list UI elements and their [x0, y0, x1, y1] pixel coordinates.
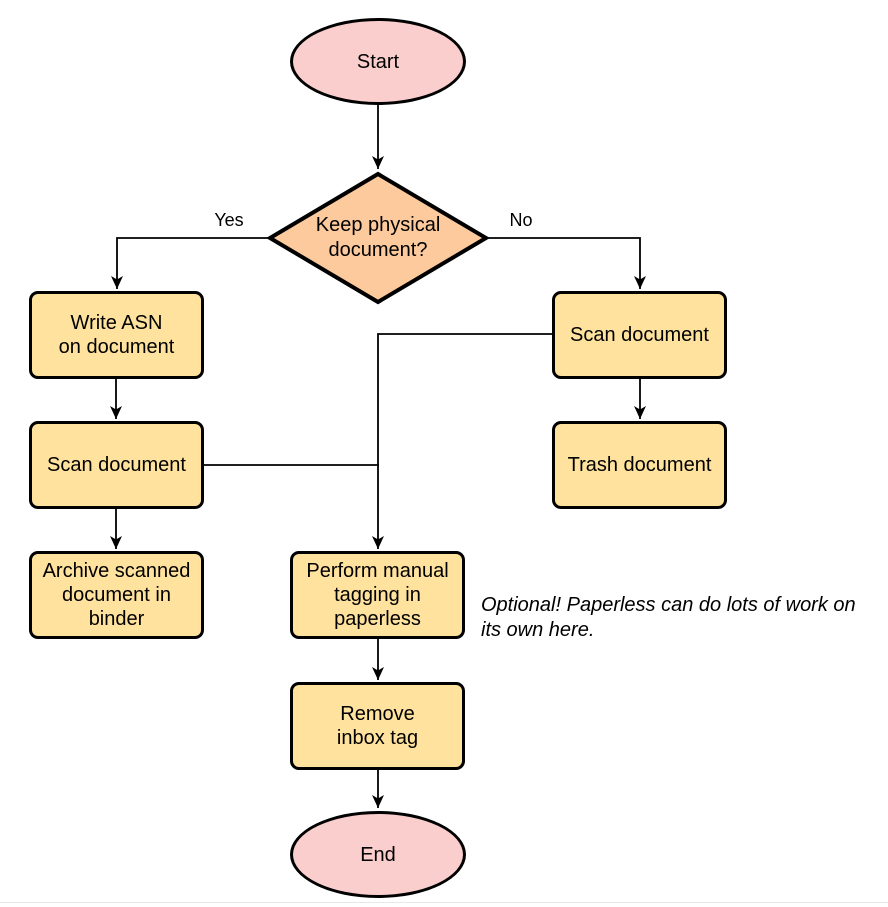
node-start: Start: [290, 18, 466, 105]
edge-label-no: No: [509, 210, 533, 230]
node-archive-scanned: Archive scanned document in binder: [29, 551, 204, 639]
bottom-divider-line: [0, 902, 888, 903]
node-remove-inbox-tag: Remove inbox tag: [290, 682, 465, 770]
node-scan-document-left: Scan document: [29, 421, 204, 509]
node-perform-tagging: Perform manual tagging in paperless: [290, 551, 465, 639]
node-scan-document-right: Scan document: [552, 291, 727, 379]
node-trash-document: Trash document: [552, 421, 727, 509]
edge-decision-no-to-scan-right: [488, 237, 646, 289]
decision-diamond-shape: [266, 171, 490, 305]
edge-decision-yes-to-write-asn: [111, 237, 268, 289]
edge-label-yes: Yes: [214, 210, 244, 230]
node-end: End: [290, 811, 466, 898]
node-write-asn: Write ASN on document: [29, 291, 204, 379]
node-decision-label: Keep physical document?: [315, 214, 441, 261]
optional-note-text: Optional! Paperless can do lots of work …: [481, 594, 856, 641]
edge-scan-right-to-perform-tagging: [372, 333, 552, 549]
